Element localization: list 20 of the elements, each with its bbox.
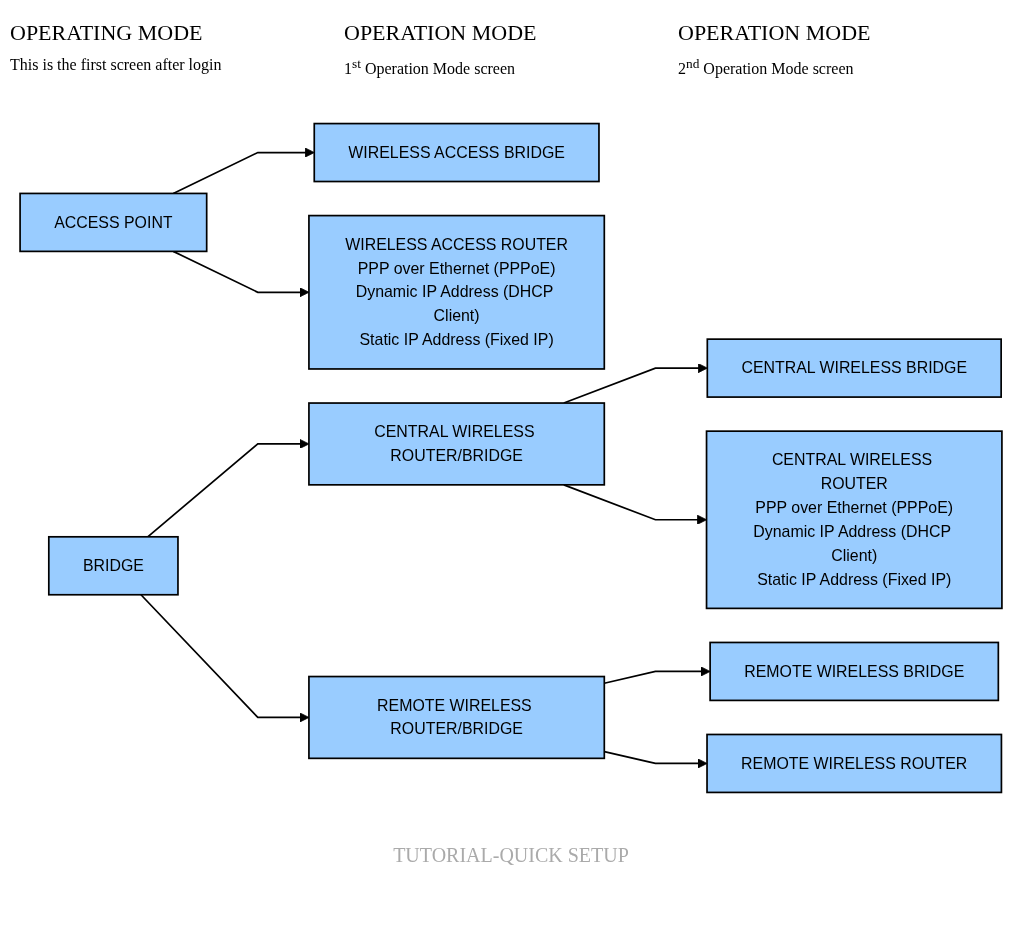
node-box: WIRELESS ACCESS ROUTER PPP over Ethernet (PPPoE) Dynamic IP Address (DHCP Client) Static IP Address (Fixed IP) <box>308 215 606 371</box>
node-box: REMOTE WIRELESS ROUTER <box>706 733 1003 794</box>
column-heading: OPERATION MODE <box>344 20 537 46</box>
node-box: CENTRAL WIRELESS ROUTER/BRIDGE <box>308 402 606 487</box>
section-title: TUTORIAL-QUICK SETUP <box>392 844 630 868</box>
node-box: REMOTE WIRELESS ROUTER/BRIDGE <box>308 676 606 760</box>
column-heading: OPERATION MODE <box>678 20 871 46</box>
column-heading: OPERATING MODE <box>10 20 203 46</box>
column-subheading: 2$^{nd}$ Operation Mode screen <box>678 56 854 79</box>
node-box: ACCESS POINT <box>19 192 208 253</box>
node-box: BRIDGE <box>47 536 179 596</box>
node-box: REMOTE WIRELESS BRIDGE <box>709 641 1000 702</box>
column-subheading: 1$^{st}$ Operation Mode screen <box>344 56 516 79</box>
node-box: CENTRAL WIRELESS ROUTER PPP over Ethernet (PPPoE) Dynamic IP Address (DHCP Client) Static IP Address (Fixed IP) <box>705 430 1003 610</box>
arrow <box>603 666 711 685</box>
node-box: CENTRAL WIRELESS BRIDGE <box>706 338 1002 399</box>
arrow <box>172 147 315 195</box>
node-box: WIRELESS ACCESS BRIDGE <box>313 123 600 183</box>
column-subheading: This is the first screen after login <box>10 56 222 74</box>
arrow <box>563 363 708 405</box>
